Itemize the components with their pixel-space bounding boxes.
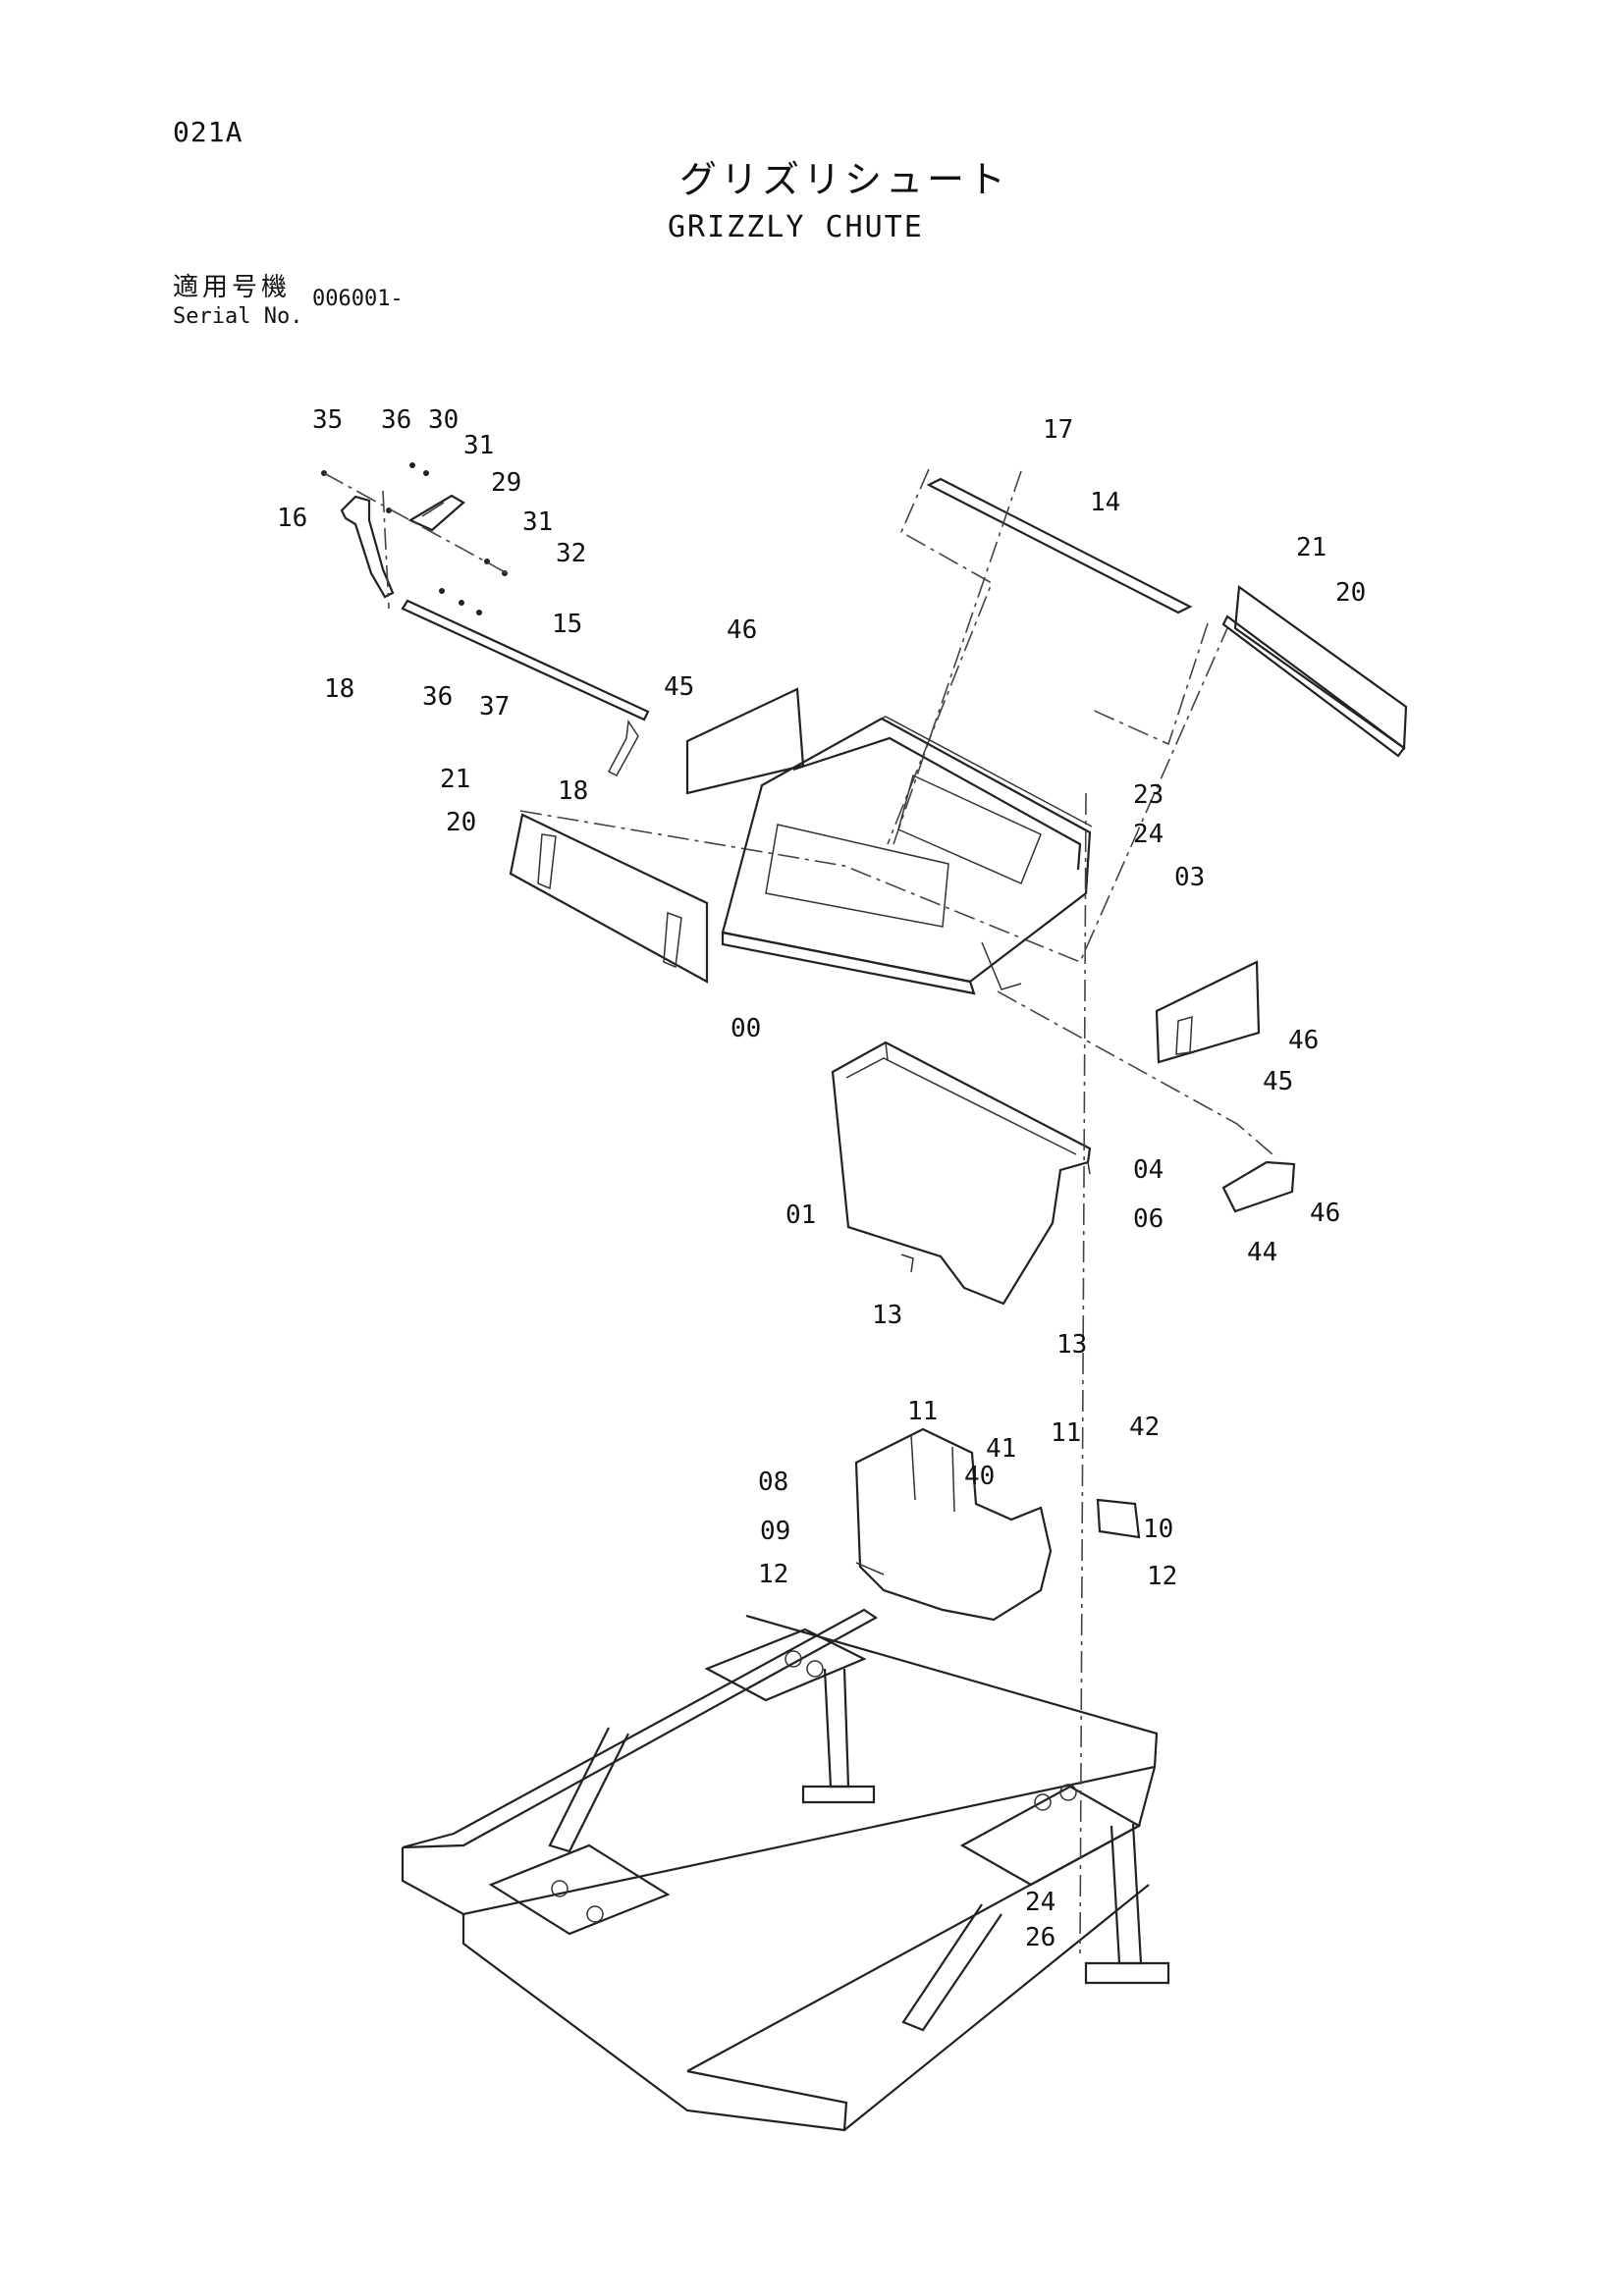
top-rail-parts — [887, 468, 1209, 845]
callout-label: 13 — [1056, 1330, 1087, 1360]
callout-label: 46 — [1310, 1199, 1340, 1228]
callout-label: 18 — [324, 674, 354, 704]
lower-chute — [854, 1427, 1141, 1622]
page-title-english: GRIZZLY CHUTE — [668, 210, 924, 244]
callout-labels: 35 36 30 31 29 16 31 32 17 14 21 20 15 4… — [277, 405, 1366, 1952]
callout-label: 18 — [558, 776, 588, 806]
callout-label: 29 — [491, 468, 521, 498]
callout-label: 20 — [446, 808, 476, 837]
callout-label: 32 — [556, 539, 586, 568]
callout-label: 11 — [907, 1397, 938, 1426]
callout-label: 30 — [428, 405, 459, 435]
callout-label: 46 — [1288, 1026, 1319, 1055]
callout-label: 01 — [785, 1201, 816, 1230]
callout-label: 15 — [552, 610, 582, 639]
lever-assembly — [321, 462, 650, 776]
serial-number-value: 006001- — [312, 287, 404, 311]
callout-label: 36 — [422, 682, 453, 712]
callout-label: 08 — [758, 1468, 788, 1497]
callout-label: 37 — [479, 692, 510, 721]
callout-label: 14 — [1090, 488, 1120, 517]
callout-label: 13 — [872, 1301, 902, 1330]
callout-label: 09 — [760, 1517, 790, 1546]
callout-label: 00 — [731, 1014, 761, 1043]
callout-label: 17 — [1043, 415, 1073, 445]
callout-label: 35 — [312, 405, 343, 435]
callout-label: 20 — [1335, 578, 1366, 608]
callout-label: 12 — [1147, 1562, 1177, 1591]
base-frame — [401, 792, 1170, 2132]
callout-label: 46 — [727, 615, 757, 645]
callout-label: 45 — [664, 672, 694, 702]
grizzly-chute-frame — [721, 716, 1093, 995]
callout-label: 26 — [1025, 1923, 1056, 1952]
callout-label: 41 — [986, 1434, 1016, 1464]
callout-label: 21 — [1296, 533, 1326, 562]
callout-label: 03 — [1174, 863, 1205, 892]
callout-label: 24 — [1025, 1888, 1056, 1917]
callout-label: 11 — [1051, 1418, 1081, 1448]
callout-label: 45 — [1263, 1067, 1293, 1096]
side-plate-parts — [685, 687, 1296, 1213]
page-code: 021A — [173, 116, 244, 148]
callout-label: 04 — [1133, 1155, 1164, 1185]
callout-label: 10 — [1143, 1515, 1173, 1544]
serial-label-english: Serial No. — [173, 304, 303, 329]
callout-label: 06 — [1133, 1204, 1164, 1234]
callout-label: 24 — [1133, 820, 1164, 849]
callout-label: 40 — [964, 1462, 995, 1491]
callout-label: 31 — [463, 431, 494, 460]
callout-label: 12 — [758, 1560, 788, 1589]
callout-label: 44 — [1247, 1238, 1277, 1267]
callout-label: 16 — [277, 504, 307, 533]
callout-label: 42 — [1129, 1413, 1160, 1442]
callout-label: 21 — [440, 765, 470, 794]
hopper — [831, 1041, 1092, 1306]
serial-label-japanese: 適用号機 — [173, 273, 292, 302]
callout-label: 31 — [522, 507, 553, 537]
side-cover-parts — [509, 584, 1408, 984]
callout-label: 36 — [381, 405, 411, 435]
callout-label: 23 — [1133, 780, 1164, 810]
page-title-japanese: グリズリシュート — [679, 158, 1010, 201]
